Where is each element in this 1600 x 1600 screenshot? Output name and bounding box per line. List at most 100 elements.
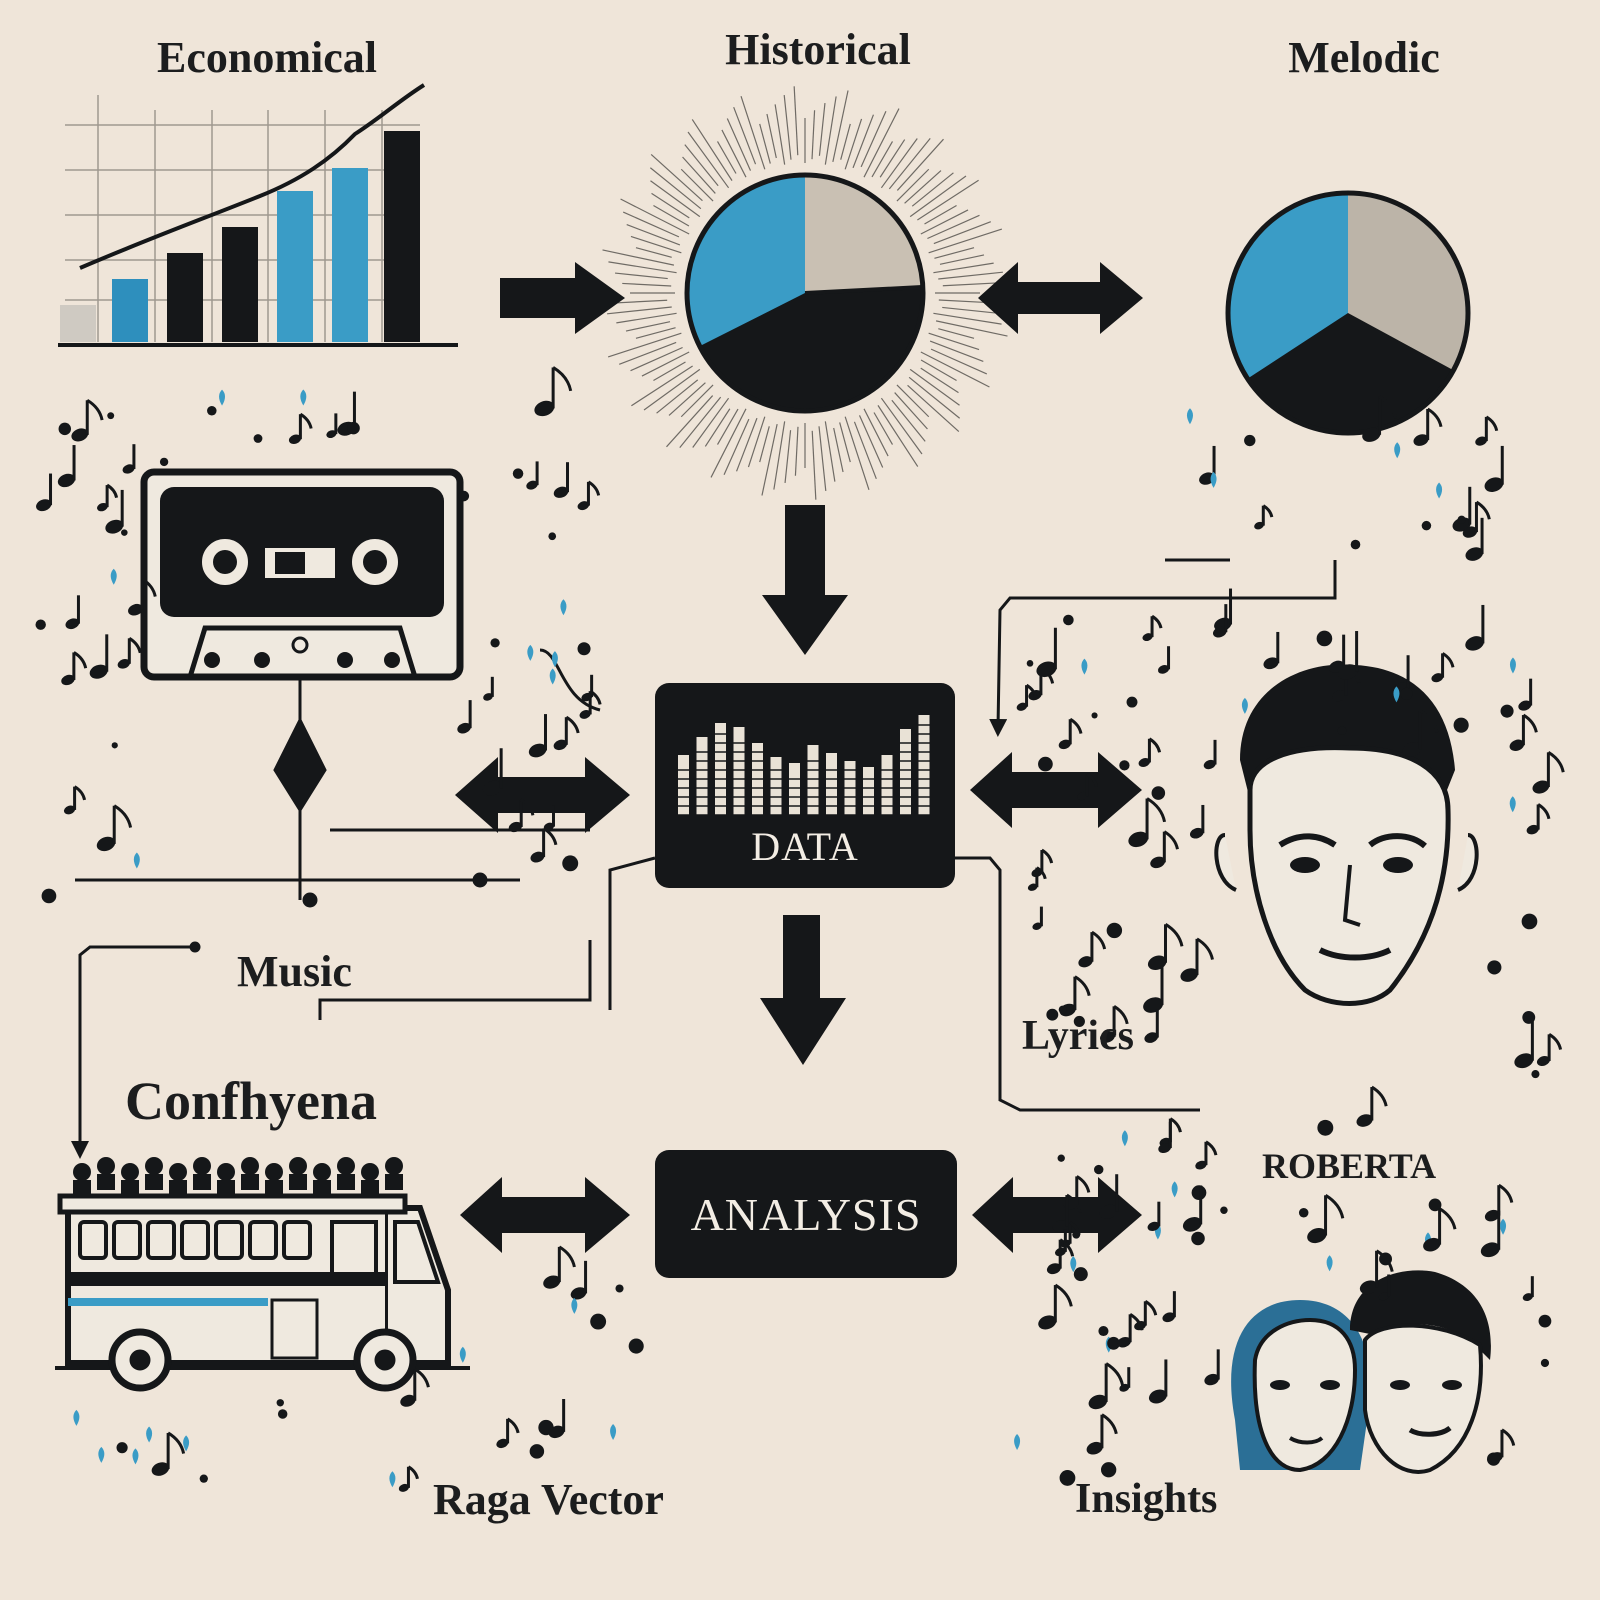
sun-ray: [929, 340, 984, 363]
sun-ray: [894, 392, 928, 430]
music-note-icon: [41, 888, 57, 904]
music-note-icon: [1316, 630, 1333, 647]
sun-ray: [824, 421, 836, 482]
sun-ray: [651, 192, 690, 219]
sun-ray: [723, 418, 750, 476]
music-note-icon: [1038, 756, 1053, 772]
crowd-head: [169, 1163, 187, 1181]
music-note-icon: [1379, 1252, 1393, 1266]
music-note-icon: [1046, 1008, 1059, 1021]
music-note-icon: [1138, 737, 1162, 767]
music-note-icon: [133, 852, 140, 869]
sun-ray: [650, 180, 701, 218]
sun-ray: [927, 214, 980, 240]
music-note-icon: [548, 532, 557, 541]
music-note-icon: [1500, 1218, 1507, 1235]
music-note-icon: [1191, 1231, 1205, 1246]
music-note-icon: [543, 1245, 576, 1289]
sun-ray: [653, 361, 686, 382]
sun-ray: [726, 118, 752, 171]
music-note-icon: [1428, 1198, 1442, 1212]
music-note-icon: [527, 644, 534, 661]
crowd-head: [241, 1157, 259, 1175]
sun-ray: [635, 327, 676, 339]
music-note-icon: [1077, 772, 1099, 801]
music-note-icon: [610, 1424, 617, 1441]
music-note-icon: [548, 1398, 566, 1439]
music-note-icon: [1101, 1462, 1117, 1478]
music-note-icon: [528, 714, 547, 758]
music-note-icon: [1072, 1230, 1081, 1239]
music-note-icon: [459, 1346, 466, 1363]
sun-ray: [607, 306, 672, 315]
crowd-head: [217, 1163, 235, 1181]
music-note-icon: [1203, 739, 1217, 770]
cassette-icon: [140, 468, 464, 681]
music-note-icon: [1489, 1428, 1516, 1463]
sun-ray: [704, 408, 731, 447]
sun-ray: [933, 221, 991, 245]
music-note-icon: [151, 1431, 186, 1476]
equalizer-bar: [678, 755, 689, 815]
music-note-icon: [389, 1471, 396, 1488]
lyrics-label: Lyrics: [1022, 1013, 1134, 1059]
music-note-icon: [1070, 1256, 1077, 1273]
crowd-head: [97, 1157, 115, 1175]
sun-ray: [643, 368, 701, 411]
music-note-icon: [560, 599, 567, 616]
sun-ray: [766, 113, 777, 159]
sun-ray: [635, 247, 672, 258]
music-note-icon: [1465, 604, 1485, 651]
roberta-label: ROBERTA: [1262, 1146, 1437, 1186]
sun-ray: [774, 104, 786, 165]
music-note-icon: [35, 619, 46, 630]
sun-ray: [896, 168, 930, 202]
sun-ray: [907, 384, 960, 432]
music-note-icon: [63, 785, 87, 815]
sun-ray: [840, 123, 851, 160]
sun-ray: [863, 108, 900, 178]
music-note-icon: [1189, 804, 1205, 839]
sun-ray: [649, 167, 702, 210]
sun-ray: [938, 328, 975, 339]
music-note-icon: [1158, 1121, 1172, 1154]
pie-chart-icon: [1225, 190, 1471, 436]
sun-ray: [935, 320, 1008, 337]
sun-ray: [630, 235, 682, 254]
music-note-icon: [1538, 1314, 1552, 1328]
music-note-icon: [1475, 415, 1499, 446]
sun-ray: [920, 209, 969, 235]
sun-ray: [666, 395, 714, 448]
arrow-double: [978, 262, 1143, 334]
music-note-icon: [1036, 627, 1057, 678]
music-note-icon: [512, 468, 524, 479]
music-note-icon: [1326, 1255, 1333, 1272]
sun-ray: [759, 123, 771, 164]
music-note-icon: [1531, 1070, 1540, 1079]
music-note-icon: [1063, 614, 1074, 626]
data-node: DATA: [655, 683, 955, 888]
music-note-icon: [1144, 1009, 1159, 1043]
music-note-icon: [1362, 395, 1398, 442]
arrow-double: [455, 757, 630, 833]
music-note-icon: [1191, 1185, 1207, 1201]
music-note-icon: [1031, 848, 1054, 878]
equalizer-bar: [900, 729, 911, 815]
sun-ray: [784, 430, 792, 484]
music-note-icon: [1457, 515, 1466, 525]
connector-line: [71, 856, 656, 1159]
arrow-right: [500, 262, 625, 334]
music-note-icon: [111, 742, 118, 749]
music-note-icon: [534, 366, 573, 417]
sun-ray: [852, 114, 875, 169]
music-note-icon: [579, 689, 602, 719]
music-note-icon: [1027, 866, 1047, 891]
music-note-icon: [1058, 1005, 1067, 1014]
sun-ray: [614, 272, 668, 280]
sun-ray: [650, 154, 703, 202]
equalizer-bar: [881, 755, 893, 815]
crowd-head: [313, 1163, 331, 1181]
music-note-icon: [1171, 1181, 1178, 1198]
arrow-double: [972, 1177, 1142, 1253]
sun-ray: [794, 426, 799, 476]
